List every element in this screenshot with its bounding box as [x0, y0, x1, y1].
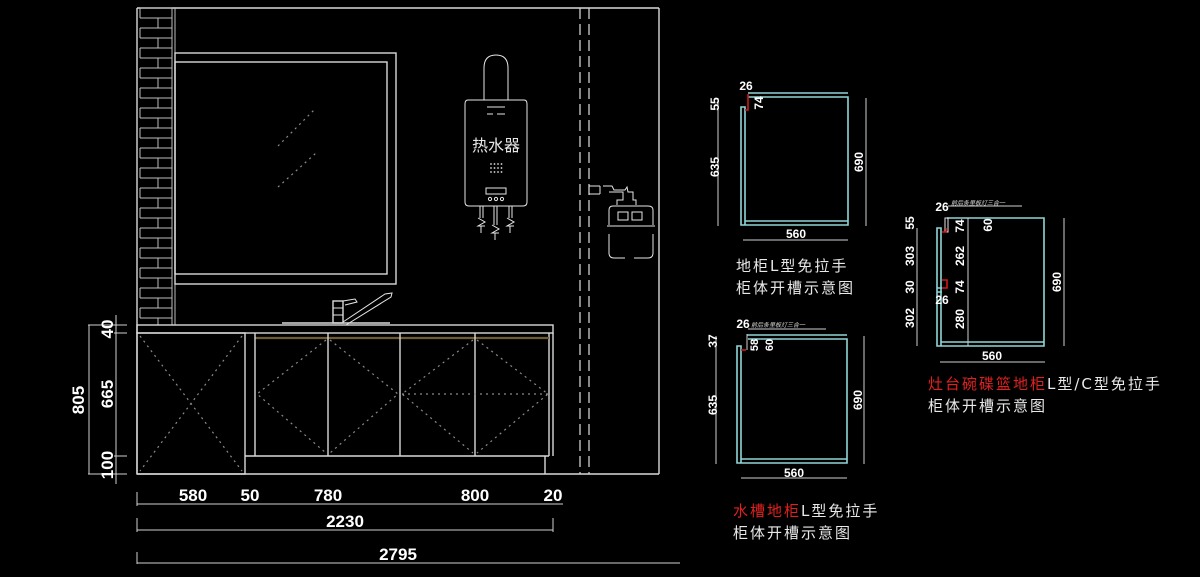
caption-rest: L型/C型免拉手 [1047, 375, 1162, 393]
caption-line2: 柜体开槽示意图 [733, 524, 853, 542]
caption-sink-cabinet: 水槽地柜L型免拉手 柜体开槽示意图 [733, 500, 879, 544]
faucet-icon [282, 292, 393, 326]
dim-780: 780 [314, 486, 342, 505]
keypad-dot [500, 171, 503, 173]
dim-560: 560 [786, 227, 806, 241]
dim-50: 50 [241, 486, 260, 505]
dim-635: 635 [708, 157, 722, 177]
dim-74: 74 [752, 96, 766, 110]
dim-800: 800 [461, 486, 489, 505]
dim-55: 55 [903, 216, 917, 230]
dim-2795: 2795 [379, 545, 417, 564]
water-heater-icon: 热水器 [464, 54, 528, 240]
dim-560: 560 [784, 466, 804, 480]
dim-note: 前后条里板灯三合一 [951, 199, 1006, 207]
caption-rest: L型免拉手 [801, 502, 880, 520]
keypad-dot [497, 167, 499, 169]
dim-690: 690 [851, 390, 865, 410]
wall-frame [136, 7, 660, 475]
keypad-dot [493, 163, 496, 165]
dim-302: 302 [903, 308, 917, 328]
dim-60: 60 [764, 339, 776, 351]
caption-red: 灶台碗碟篮地柜 [928, 375, 1048, 393]
dim-635: 635 [706, 395, 720, 415]
dim-30: 30 [903, 280, 917, 294]
keypad-dot [500, 163, 503, 165]
pipe-lines [579, 8, 590, 474]
caption-line2: 柜体开槽示意图 [928, 397, 1048, 415]
detail-sink-cabinet: 26 前后条里板灯三合一 58 60 37 635 690 560 [706, 317, 865, 480]
base-cabinets [136, 324, 554, 475]
dim-2230: 2230 [326, 512, 364, 531]
keypad-dot [490, 167, 492, 169]
dim-280: 280 [953, 309, 967, 329]
keypad-dot [493, 167, 496, 169]
dim-26: 26 [739, 79, 753, 93]
detail-stove-cabinet: 26 前后条里板灯三合一 74 60 262 74 280 26 55 303 … [903, 199, 1065, 363]
dim-cabinet-body: 665 [98, 380, 117, 408]
keypad-dot [493, 171, 496, 173]
keypad-dot [497, 163, 499, 165]
caption-base-cabinet: 地柜L型免拉手 柜体开槽示意图 [736, 255, 855, 299]
brick-wall [139, 7, 176, 325]
detail-base-cabinet: 26 74 55 635 690 560 [708, 79, 867, 241]
wall-mirror [174, 52, 397, 285]
dim-26: 26 [736, 317, 750, 331]
dim-58: 58 [749, 339, 761, 351]
caption-red: 水槽地柜 [733, 502, 802, 520]
dim-26-top: 26 [935, 200, 949, 214]
dim-total-height: 805 [69, 386, 88, 414]
water-heater-label: 热水器 [472, 136, 520, 155]
dim-690: 690 [852, 152, 866, 172]
vertical-dimensions: 805 40 665 100 [69, 315, 127, 484]
dim-690: 690 [1050, 272, 1064, 292]
dim-303: 303 [903, 246, 917, 266]
dim-74-top: 74 [953, 219, 967, 233]
dim-74-mid: 74 [953, 280, 967, 294]
dim-26-mid: 26 [935, 293, 949, 307]
horizontal-dimensions: 580 50 780 800 20 2230 2795 [136, 486, 680, 564]
keypad-dot [490, 171, 492, 173]
dim-note: 前后条里板灯三合一 [751, 321, 806, 329]
caption-line1: 地柜L型免拉手 [736, 257, 849, 275]
dim-37: 37 [706, 334, 720, 348]
dim-plinth: 100 [98, 451, 117, 479]
gas-meter-icon [589, 185, 655, 259]
dim-55: 55 [708, 97, 722, 111]
keypad-dot [490, 163, 492, 165]
keypad-dot [500, 167, 503, 169]
keypad-dot [497, 171, 499, 173]
caption-stove-cabinet: 灶台碗碟篮地柜L型/C型免拉手 柜体开槽示意图 [928, 373, 1162, 417]
dim-580: 580 [179, 486, 207, 505]
dim-countertop: 40 [98, 320, 117, 339]
dim-60: 60 [981, 218, 995, 232]
dim-560: 560 [982, 349, 1002, 363]
dim-262: 262 [953, 246, 967, 266]
dim-20: 20 [544, 486, 563, 505]
caption-line2: 柜体开槽示意图 [736, 279, 856, 297]
